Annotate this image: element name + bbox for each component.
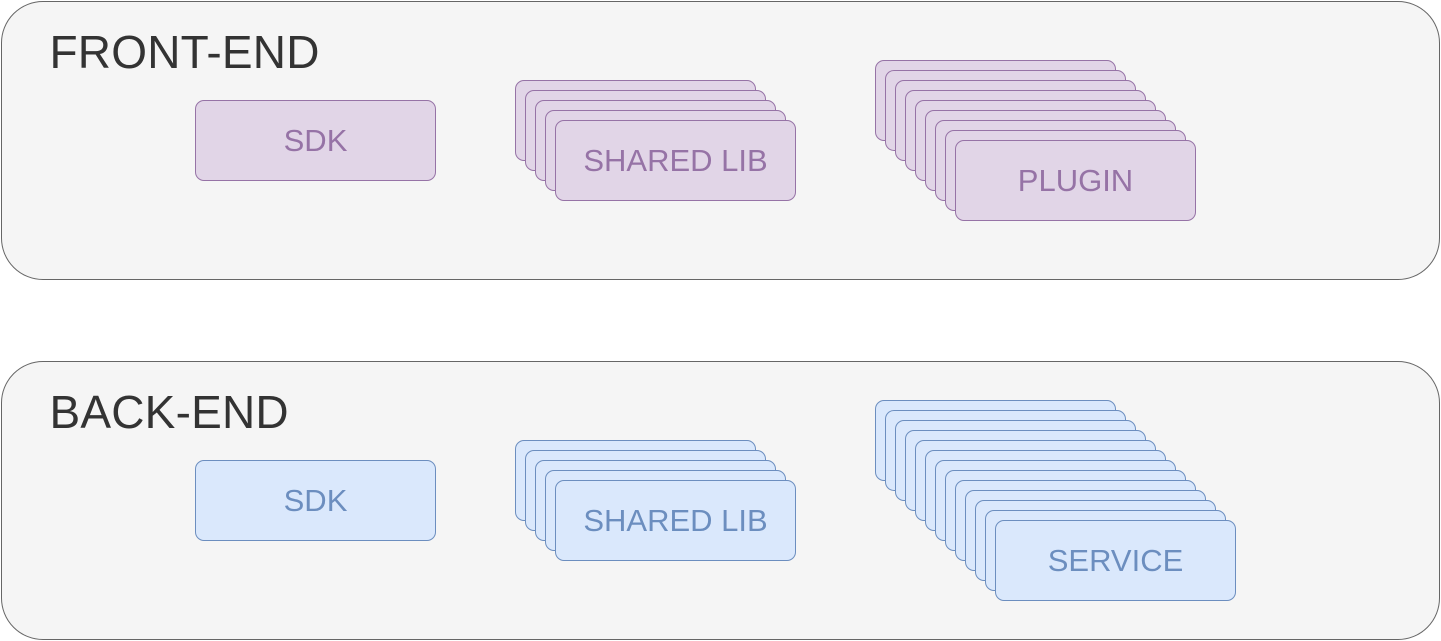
front-end-sdk-box-front-card: SDK xyxy=(195,100,436,181)
back-end-shared-lib-stack-front-card: SHARED LIB xyxy=(555,480,796,561)
back-end-sdk-box-front-card: SDK xyxy=(195,460,436,541)
front-end-title: FRONT-END xyxy=(49,25,320,78)
front-end-sdk-box-label: SDK xyxy=(283,122,348,158)
front-end-shared-lib-stack-label: SHARED LIB xyxy=(583,142,768,178)
back-end-title: BACK-END xyxy=(49,385,289,438)
front-end-shared-lib-stack-front-card: SHARED LIB xyxy=(555,120,796,201)
back-end-service-stack-front-card: SERVICE xyxy=(995,520,1236,601)
back-end-sdk-box-label: SDK xyxy=(283,482,348,518)
back-end-service-stack-label: SERVICE xyxy=(1047,542,1184,578)
front-end-plugin-stack-label: PLUGIN xyxy=(1017,162,1134,198)
back-end-shared-lib-stack-label: SHARED LIB xyxy=(583,502,768,538)
front-end-plugin-stack-front-card: PLUGIN xyxy=(955,140,1196,221)
